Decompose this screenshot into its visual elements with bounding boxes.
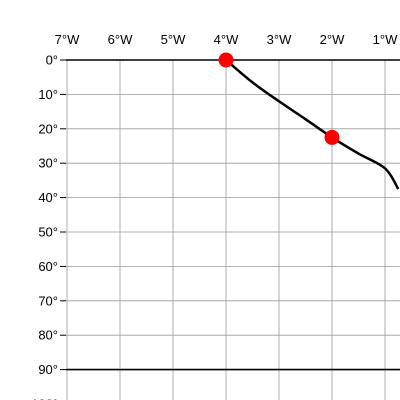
lat-tick-label: 20° — [38, 121, 58, 136]
longitude-labels: 7°W 6°W 5°W 4°W 3°W 2°W 1°W — [55, 32, 398, 47]
markers — [218, 52, 340, 145]
lat-tick-label: 40° — [38, 190, 58, 205]
lon-tick-label: 7°W — [55, 32, 80, 47]
lat-tick-label: 30° — [38, 156, 58, 171]
lat-tick-label: 100° — [31, 397, 58, 400]
lat-tick-label: 90° — [38, 362, 58, 377]
lat-tick-label: 10° — [38, 87, 58, 102]
track-line — [225, 59, 400, 190]
lon-tick-label: 5°W — [161, 32, 186, 47]
graticule — [66, 59, 400, 400]
lat-tick-label: 50° — [38, 225, 58, 240]
lat-tick-label: 80° — [38, 328, 58, 343]
point-marker-1[interactable] — [218, 52, 234, 68]
lat-tick-label: 70° — [38, 293, 58, 308]
lon-tick-label: 2°W — [320, 32, 345, 47]
lat-tick-label: 60° — [38, 259, 58, 274]
lon-tick-label: 1°W — [373, 32, 398, 47]
lon-tick-label: 6°W — [108, 32, 133, 47]
point-marker-2[interactable] — [324, 129, 340, 145]
lon-tick-label: 4°W — [214, 32, 239, 47]
lat-tick-label: 0° — [46, 53, 58, 68]
latitude-labels: 0° 10° 20° 30° 40° 50° 60° 70° 80° 90° 100° — [31, 53, 66, 400]
lon-tick-label: 3°W — [267, 32, 292, 47]
